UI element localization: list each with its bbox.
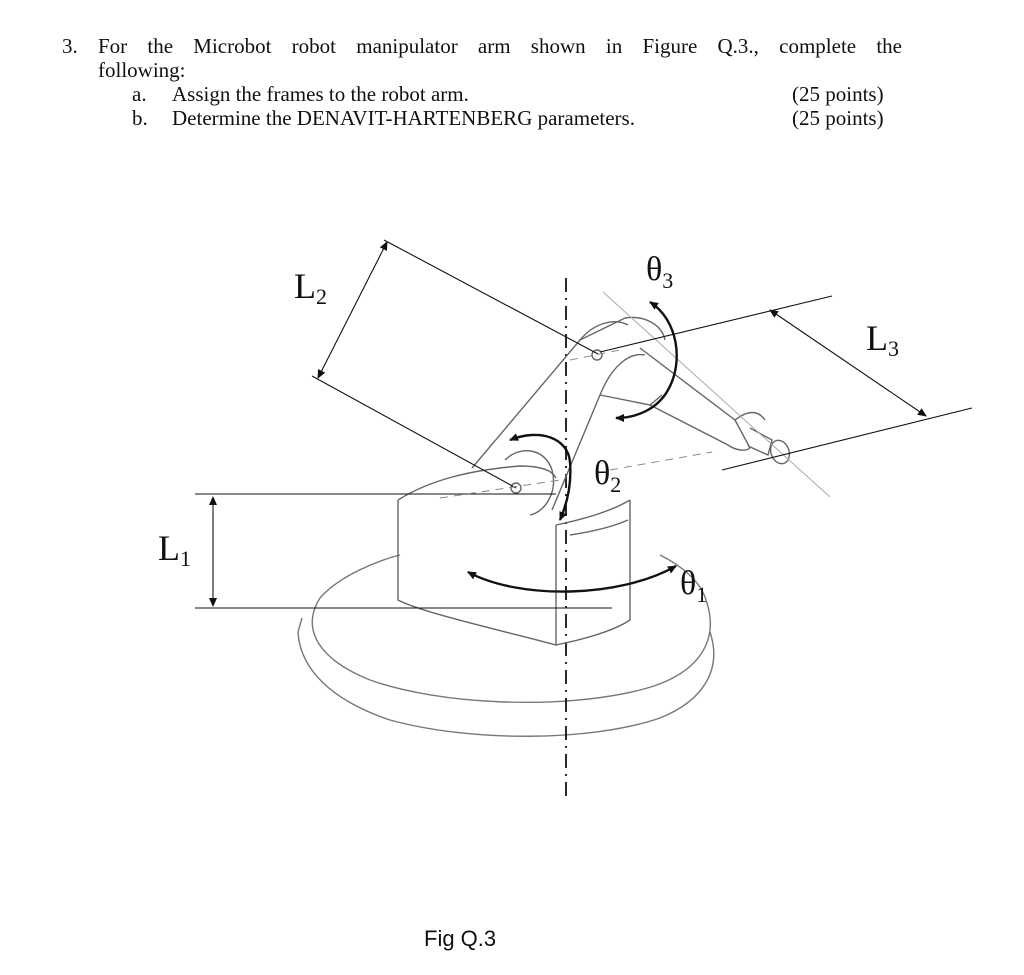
dimension-l1 [195,493,612,609]
part-b-letter: b. [132,106,148,130]
part-b-text: Determine the DENAVIT-HARTENBERG paramet… [172,106,635,130]
label-l2: L2 [294,266,327,309]
part-b-points: (25 points) [792,106,884,130]
part-a-letter: a. [132,82,147,106]
label-l1: L1 [158,528,191,571]
forearm-link [602,291,831,498]
question-block: 3. For the Microbot robot manipulator ar… [62,34,902,130]
dimension-l2 [311,239,599,489]
label-l3: L3 [866,318,899,361]
question-number: 3. [62,34,78,58]
base-plate [297,554,715,737]
label-theta1: θ1 [680,565,707,607]
label-theta2: θ2 [594,455,621,497]
theta3-rotation-arrow [615,300,678,422]
part-a-text: Assign the frames to the robot arm. [172,82,469,106]
question-text: For the Microbot robot manipulator arm s… [98,34,902,58]
question-text-continued: following: [98,58,186,82]
part-a: a. Assign the frames to the robot arm. (… [62,82,902,106]
part-b: b. Determine the DENAVIT-HARTENBERG para… [62,106,902,130]
question-line-1: 3. For the Microbot robot manipulator ar… [62,34,902,58]
theta1-rotation-arrow [467,564,677,593]
label-theta3: θ3 [646,251,673,293]
part-a-points: (25 points) [792,82,884,106]
figure-caption: Fig Q.3 [424,926,497,951]
theta2-rotation-arrow [509,433,572,521]
